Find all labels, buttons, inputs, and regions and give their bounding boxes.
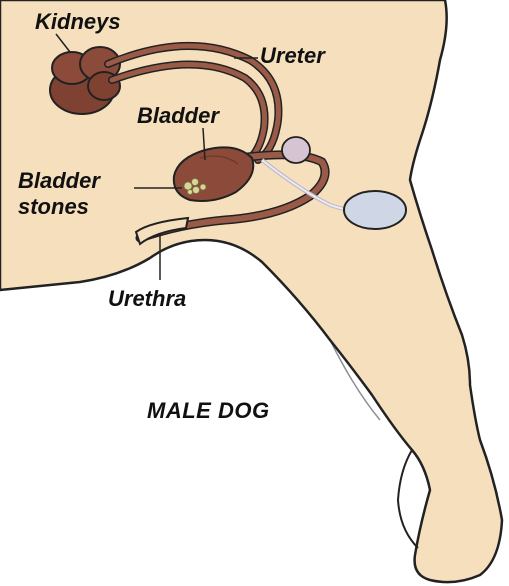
label-kidneys: Kidneys (35, 10, 121, 34)
label-bladder-stones-line1: Bladder (18, 169, 100, 193)
label-ureter: Ureter (260, 44, 325, 68)
testis (344, 191, 406, 229)
hind-leg-outline (398, 450, 418, 548)
label-urethra: Urethra (108, 287, 186, 311)
label-bladder: Bladder (137, 104, 219, 128)
caption-male-dog: MALE DOG (147, 398, 270, 424)
label-bladder-stones-line2: stones (18, 195, 89, 219)
prostate-gland (282, 137, 310, 163)
